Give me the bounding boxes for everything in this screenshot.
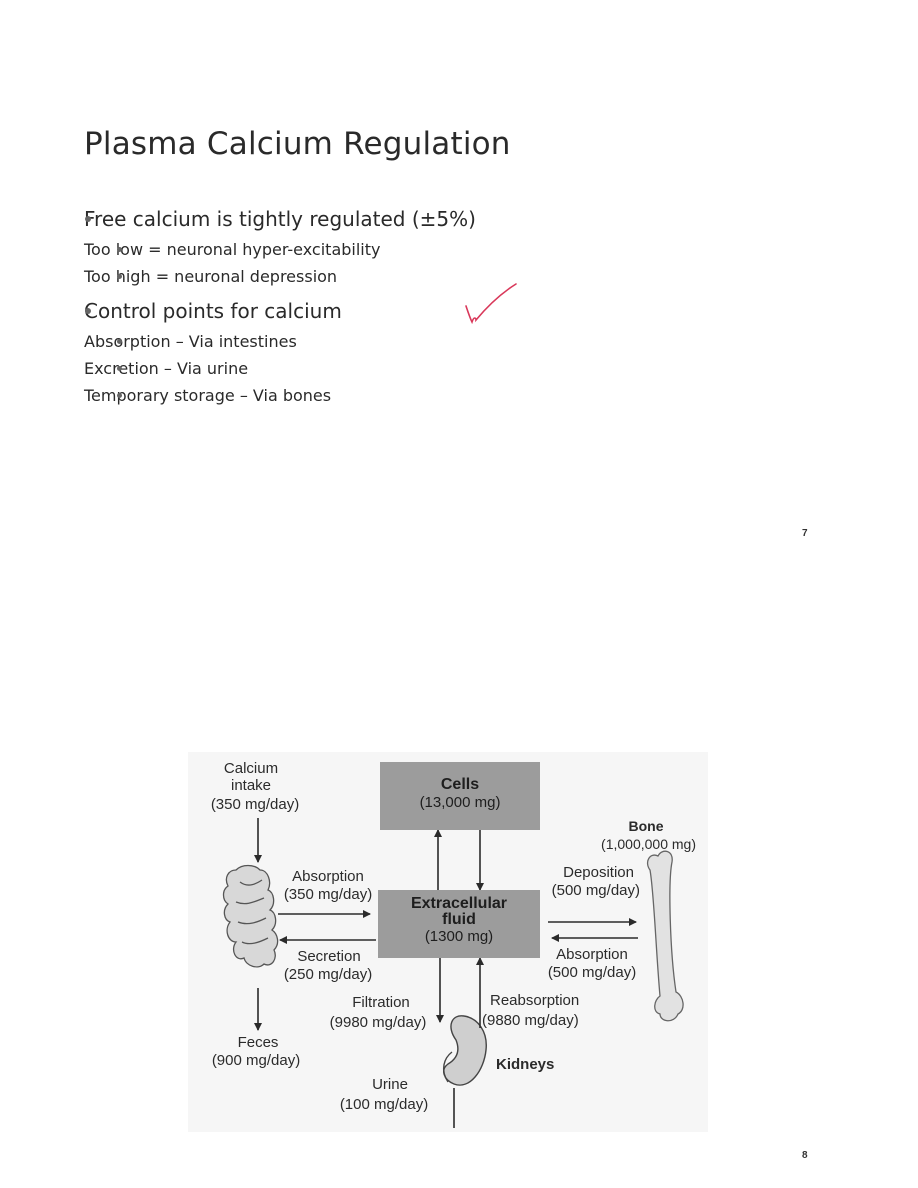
- urine-label: Urine: [372, 1076, 408, 1093]
- bullet-control-points: Control points for calcium: [84, 296, 476, 330]
- bone-absorption-label: Absorption: [556, 946, 628, 963]
- page-number-7: 7: [802, 528, 808, 539]
- kidney-icon: [442, 1015, 487, 1086]
- sub-bullet-too-low: Too low = neuronal hyper-excitability: [84, 238, 476, 265]
- calcium-balance-diagram: Cells (13,000 mg) Extracellular fluid (1…: [188, 752, 708, 1132]
- cells-value: (13,000 mg): [419, 794, 501, 811]
- secretion-label: Secretion: [297, 948, 361, 965]
- kidneys-label: Kidneys: [496, 1056, 555, 1073]
- gut-absorption-value: (350 mg/day): [283, 886, 373, 903]
- bone-absorption-value: (500 mg/day): [547, 964, 637, 981]
- handwritten-checkmark-icon: [465, 283, 517, 325]
- feces-value: (900 mg/day): [211, 1052, 301, 1069]
- page-number-8: 8: [802, 1150, 808, 1161]
- deposition-label: Deposition: [563, 864, 634, 881]
- secretion-value: (250 mg/day): [283, 966, 373, 983]
- reabsorption-label: Reabsorption: [490, 992, 580, 1009]
- extracellular-fluid-box: Extracellular fluid (1300 mg): [378, 890, 540, 958]
- urine-value: (100 mg/day): [339, 1096, 429, 1113]
- bullet-free-calcium: Free calcium is tightly regulated (±5%): [84, 204, 476, 238]
- flow-arrows: [254, 818, 638, 1128]
- feces-label: Feces: [237, 1034, 279, 1051]
- bone-icon: [646, 850, 684, 1022]
- filtration-label: Filtration: [352, 994, 410, 1011]
- bullet-list: Free calcium is tightly regulated (±5%) …: [84, 204, 476, 411]
- intestine-icon: [222, 864, 279, 968]
- ecf-label: Extracellular fluid: [410, 895, 508, 928]
- calcium-intake-label: Calcium intake: [223, 760, 279, 794]
- deposition-value: (500 mg/day): [551, 882, 640, 899]
- cells-box: Cells (13,000 mg): [380, 762, 540, 830]
- filtration-value: (9980 mg/day): [329, 1014, 427, 1031]
- reabsorption-value: (9880 mg/day): [482, 1012, 579, 1029]
- sub-bullet-storage: Temporary storage – Via bones: [84, 384, 476, 411]
- bone-value: (1,000,000 mg): [601, 836, 696, 852]
- slide-title: Plasma Calcium Regulation: [84, 126, 511, 162]
- calcium-intake-value: (350 mg/day): [210, 796, 300, 813]
- sub-bullet-absorption: Absorption – Via intestines: [84, 330, 476, 357]
- cells-label: Cells: [440, 776, 480, 793]
- bone-label: Bone: [628, 818, 664, 834]
- sub-bullet-too-high: Too high = neuronal depression: [84, 265, 476, 292]
- sub-bullet-excretion: Excretion – Via urine: [84, 357, 476, 384]
- ecf-value: (1300 mg): [424, 928, 494, 945]
- gut-absorption-label: Absorption: [292, 868, 364, 885]
